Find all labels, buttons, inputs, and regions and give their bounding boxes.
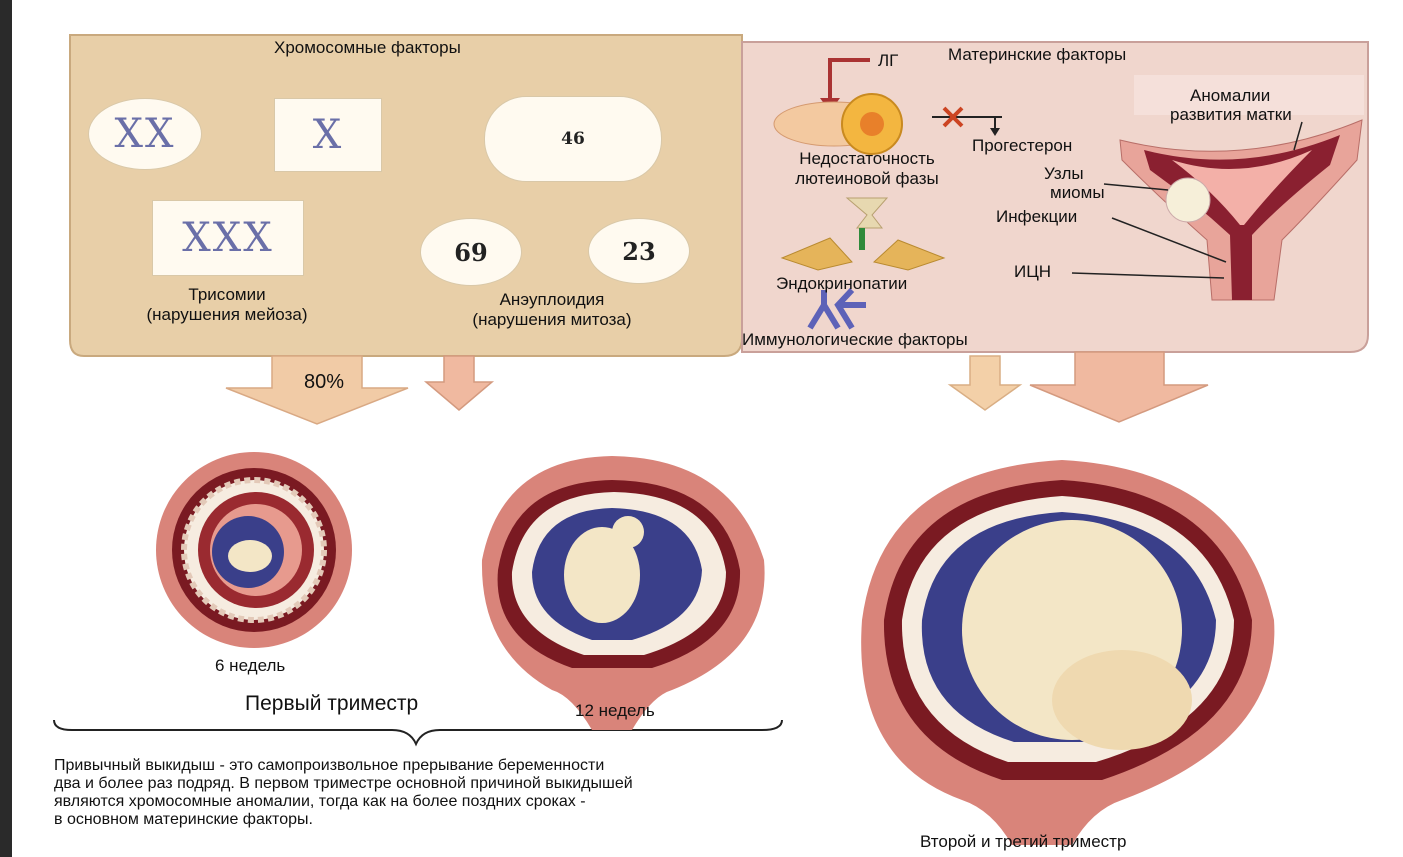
first-trimester-label: Первый триместр [245,694,418,714]
mitosis-number: 46 [561,129,585,149]
haploid-number: 23 [622,237,655,266]
description-line: в основном материнские факторы. [54,811,914,829]
week12-label: 12 недель [575,701,655,721]
second-third-trimester-label: Второй и третий триместр [920,832,1126,852]
trisomy-label: Трисомии (нарушения мейоза) [112,285,342,325]
description-line: два и более раз подряд. В первом тримест… [54,775,914,793]
trisomy-label-line2: (нарушения мейоза) [112,305,342,325]
disomy-oval: XX [88,98,202,170]
maternal-title: Материнские факторы [948,45,1126,65]
myoma-node [1166,178,1210,222]
myoma-label-line1: Узлы [1034,164,1105,183]
endocrine-label: Эндокринопатии [776,274,907,294]
arrow-maternal-small [950,356,1020,410]
aneuploidy-label: Анэуплоидия (нарушения митоза) [432,290,672,330]
fetus-late-illustration [861,460,1274,845]
luteal-label-line1: Недостаточность [762,149,972,169]
chromosome-pair-glyph: XX [115,111,176,157]
aneuploidy-label-line1: Анэуплоидия [432,290,672,310]
luteal-insufficiency-label: Недостаточность лютеиновой фазы [762,149,972,189]
chromosomal-title: Хромосомные факторы [274,38,461,58]
haploid-oval: 23 [588,218,690,284]
uterus-anomaly-line2: развития матки [1170,105,1292,124]
arrow-chromosomal-small [426,356,492,410]
infections-label: Инфекции [996,207,1077,227]
trisomy-label-line1: Трисомии [112,285,342,305]
triploidy-number: 69 [454,238,487,267]
description-line: являются хромосомные аномалии, тогда как… [54,793,914,811]
monosomy-box: X [274,98,382,172]
aneuploidy-label-line2: (нарушения митоза) [432,310,672,330]
mitosis-oval: 46 [484,96,662,182]
trisomy-box: XXX [152,200,304,276]
uterus-anomaly-line1: Аномалии [1170,86,1292,105]
icn-label: ИЦН [1014,262,1051,282]
chromosome-triple-glyph: XXX [182,215,273,261]
myoma-label-line2: миомы [1034,183,1105,202]
description-line: Привычный выкидыш - это самопроизвольное… [54,757,914,775]
triploidy-oval: 69 [420,218,522,286]
percent-label: 80% [304,372,344,392]
luteal-label-line2: лютеиновой фазы [762,169,972,189]
progesterone-label: Прогестерон [972,136,1072,156]
lh-label: ЛГ [878,51,898,71]
embryo-6-weeks-illustration [156,452,352,648]
embryo-12-weeks-illustration [482,456,765,730]
myoma-label: Узлы миомы [1034,164,1105,202]
immune-label: Иммунологические факторы [742,330,968,350]
week6-label: 6 недель [215,656,285,676]
diagram-canvas: Хромосомные факторы XX X 46 XXX 69 23 Тр… [12,0,1403,857]
diagram-graphics [12,0,1403,857]
uterus-anomaly-label: Аномалии развития матки [1170,86,1292,124]
chromosome-single-glyph: X [313,112,343,158]
arrow-maternal-large [1030,352,1208,422]
first-trimester-brace [54,720,782,744]
description-paragraph: Привычный выкидыш - это самопроизвольное… [54,757,914,829]
